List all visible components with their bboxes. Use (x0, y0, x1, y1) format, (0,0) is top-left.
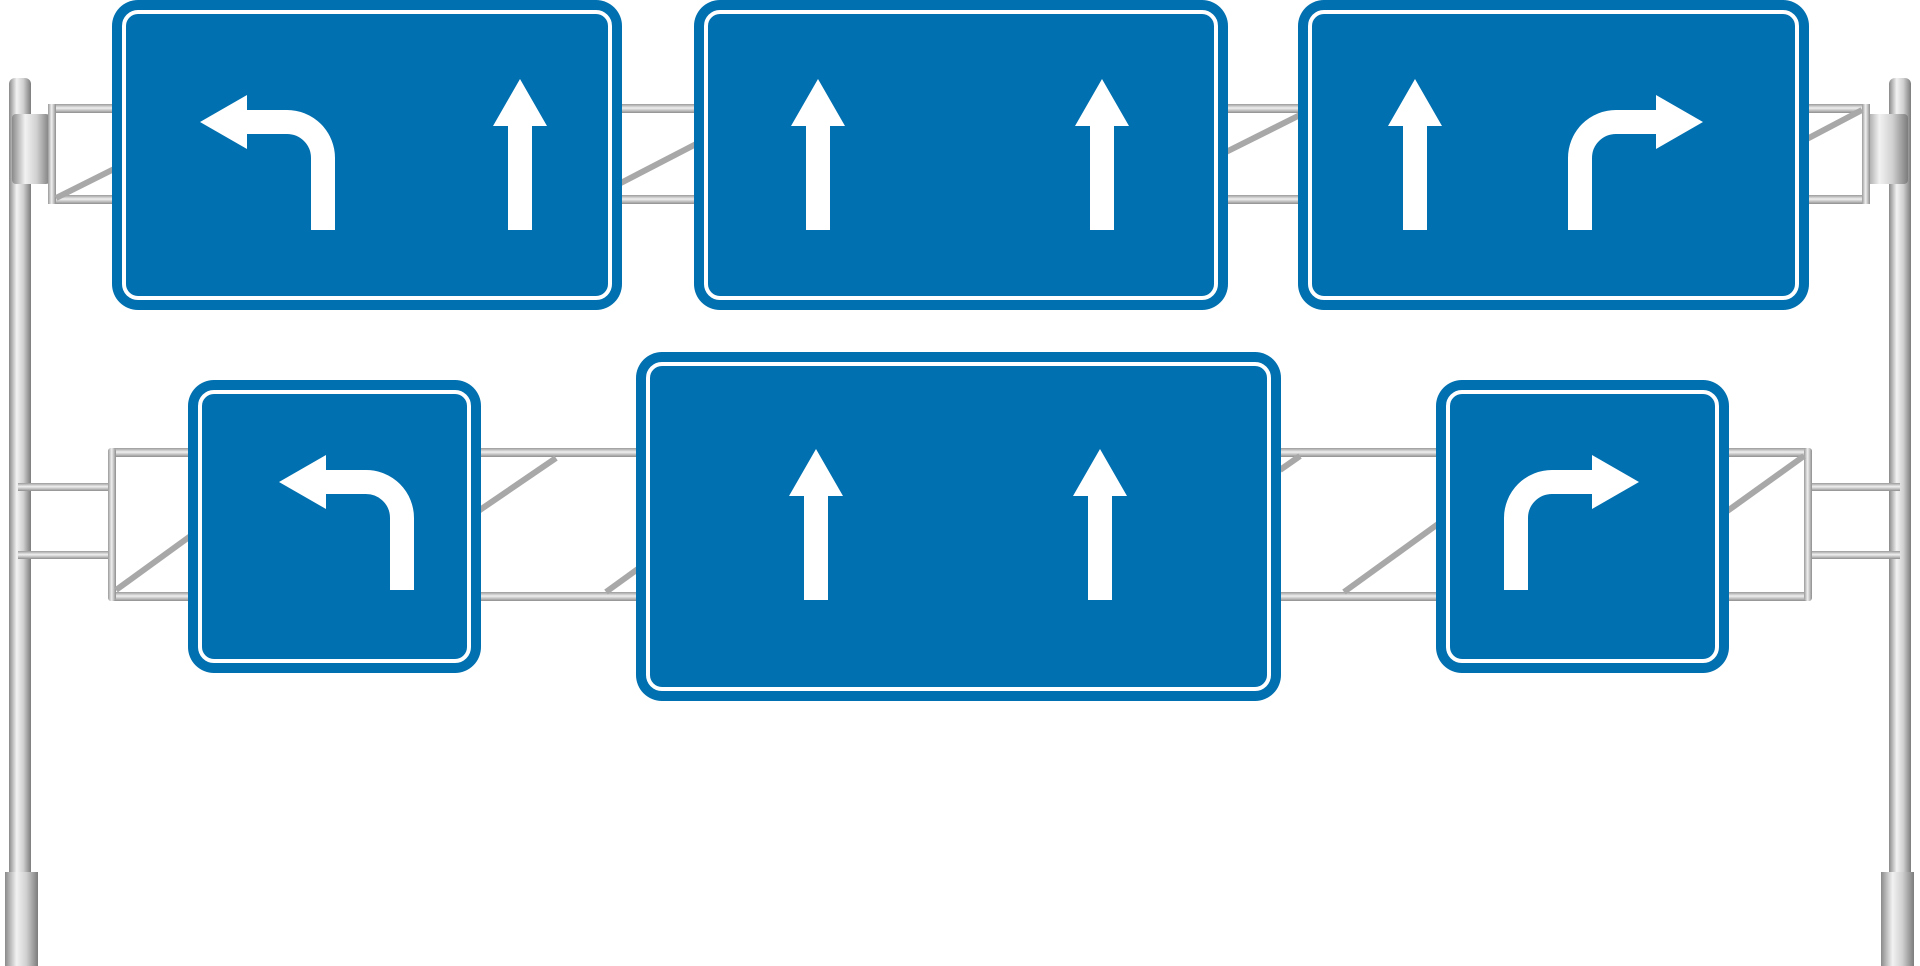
lower-truss-brace-5 (1342, 521, 1440, 595)
sign-panel (188, 380, 481, 673)
arrow-head (1592, 455, 1639, 509)
arrow-shaft (1568, 110, 1656, 230)
lower-left-arm-lower (18, 551, 110, 559)
lower-right-arm-upper (1808, 483, 1900, 491)
turn-left-arrow-icon (200, 95, 335, 230)
straight-arrow-icon (1073, 449, 1127, 600)
sign-panel (112, 0, 622, 310)
upper-truss-brace-2 (613, 139, 702, 189)
left-pole-shaft (9, 78, 31, 966)
lower-truss-brace-1 (114, 529, 198, 593)
straight-arrow-icon (789, 449, 843, 600)
straight-arrow-icon (791, 79, 845, 230)
lower-truss-left-end (108, 448, 116, 601)
straight-arrow-icon (1075, 79, 1129, 230)
straight-arrow-icon (1388, 79, 1442, 230)
lower-truss-right-end (1804, 448, 1812, 601)
upper-truss-left-end (48, 104, 56, 204)
sign-lower-left (188, 380, 481, 673)
right-pole (1864, 78, 1914, 966)
right-pole-shaft (1889, 78, 1911, 966)
sign-inner-border (1446, 390, 1719, 663)
lower-truss-brace-2 (472, 455, 558, 517)
left-pole-upper-clamp (12, 114, 50, 184)
right-pole-base (1881, 872, 1914, 966)
arrow-head (1656, 95, 1703, 149)
straight-arrow-icon (493, 79, 547, 230)
arrow-shaft (247, 110, 335, 230)
lower-right-arm-lower (1808, 551, 1900, 559)
sign-upper-left (112, 0, 622, 310)
arrow-shaft (1504, 470, 1592, 590)
turn-right-arrow-icon (1504, 455, 1639, 590)
sign-inner-border (122, 10, 612, 300)
left-pole-base (5, 872, 38, 966)
sign-panel (1298, 0, 1809, 310)
sign-panel (694, 0, 1228, 310)
left-pole (5, 78, 50, 966)
arrow-shaft (326, 470, 414, 590)
turn-right-arrow-icon (1568, 95, 1703, 230)
lower-truss-brace-4 (1278, 453, 1302, 473)
sign-inner-border (1308, 10, 1799, 300)
sign-lower-middle (636, 352, 1281, 701)
sign-panel (636, 352, 1281, 701)
sign-inner-border (704, 10, 1218, 300)
lower-left-arm-upper (18, 483, 110, 491)
arrow-head (200, 95, 247, 149)
signs-layer (112, 0, 1809, 701)
arrow-head (279, 455, 326, 509)
sign-upper-right (1298, 0, 1809, 310)
sign-inner-border (646, 362, 1271, 691)
turn-left-arrow-icon (279, 455, 414, 590)
sign-inner-border (198, 390, 471, 663)
upper-truss-right-end (1862, 104, 1870, 204)
upper-truss-brace-3 (1220, 111, 1304, 157)
upper-truss-brace-4 (1803, 107, 1864, 143)
sign-lower-right (1436, 380, 1729, 673)
sign-panel (1436, 380, 1729, 673)
sign-upper-middle (694, 0, 1228, 310)
lower-truss-brace-6 (1724, 453, 1806, 515)
right-pole-upper-clamp (1864, 114, 1908, 184)
